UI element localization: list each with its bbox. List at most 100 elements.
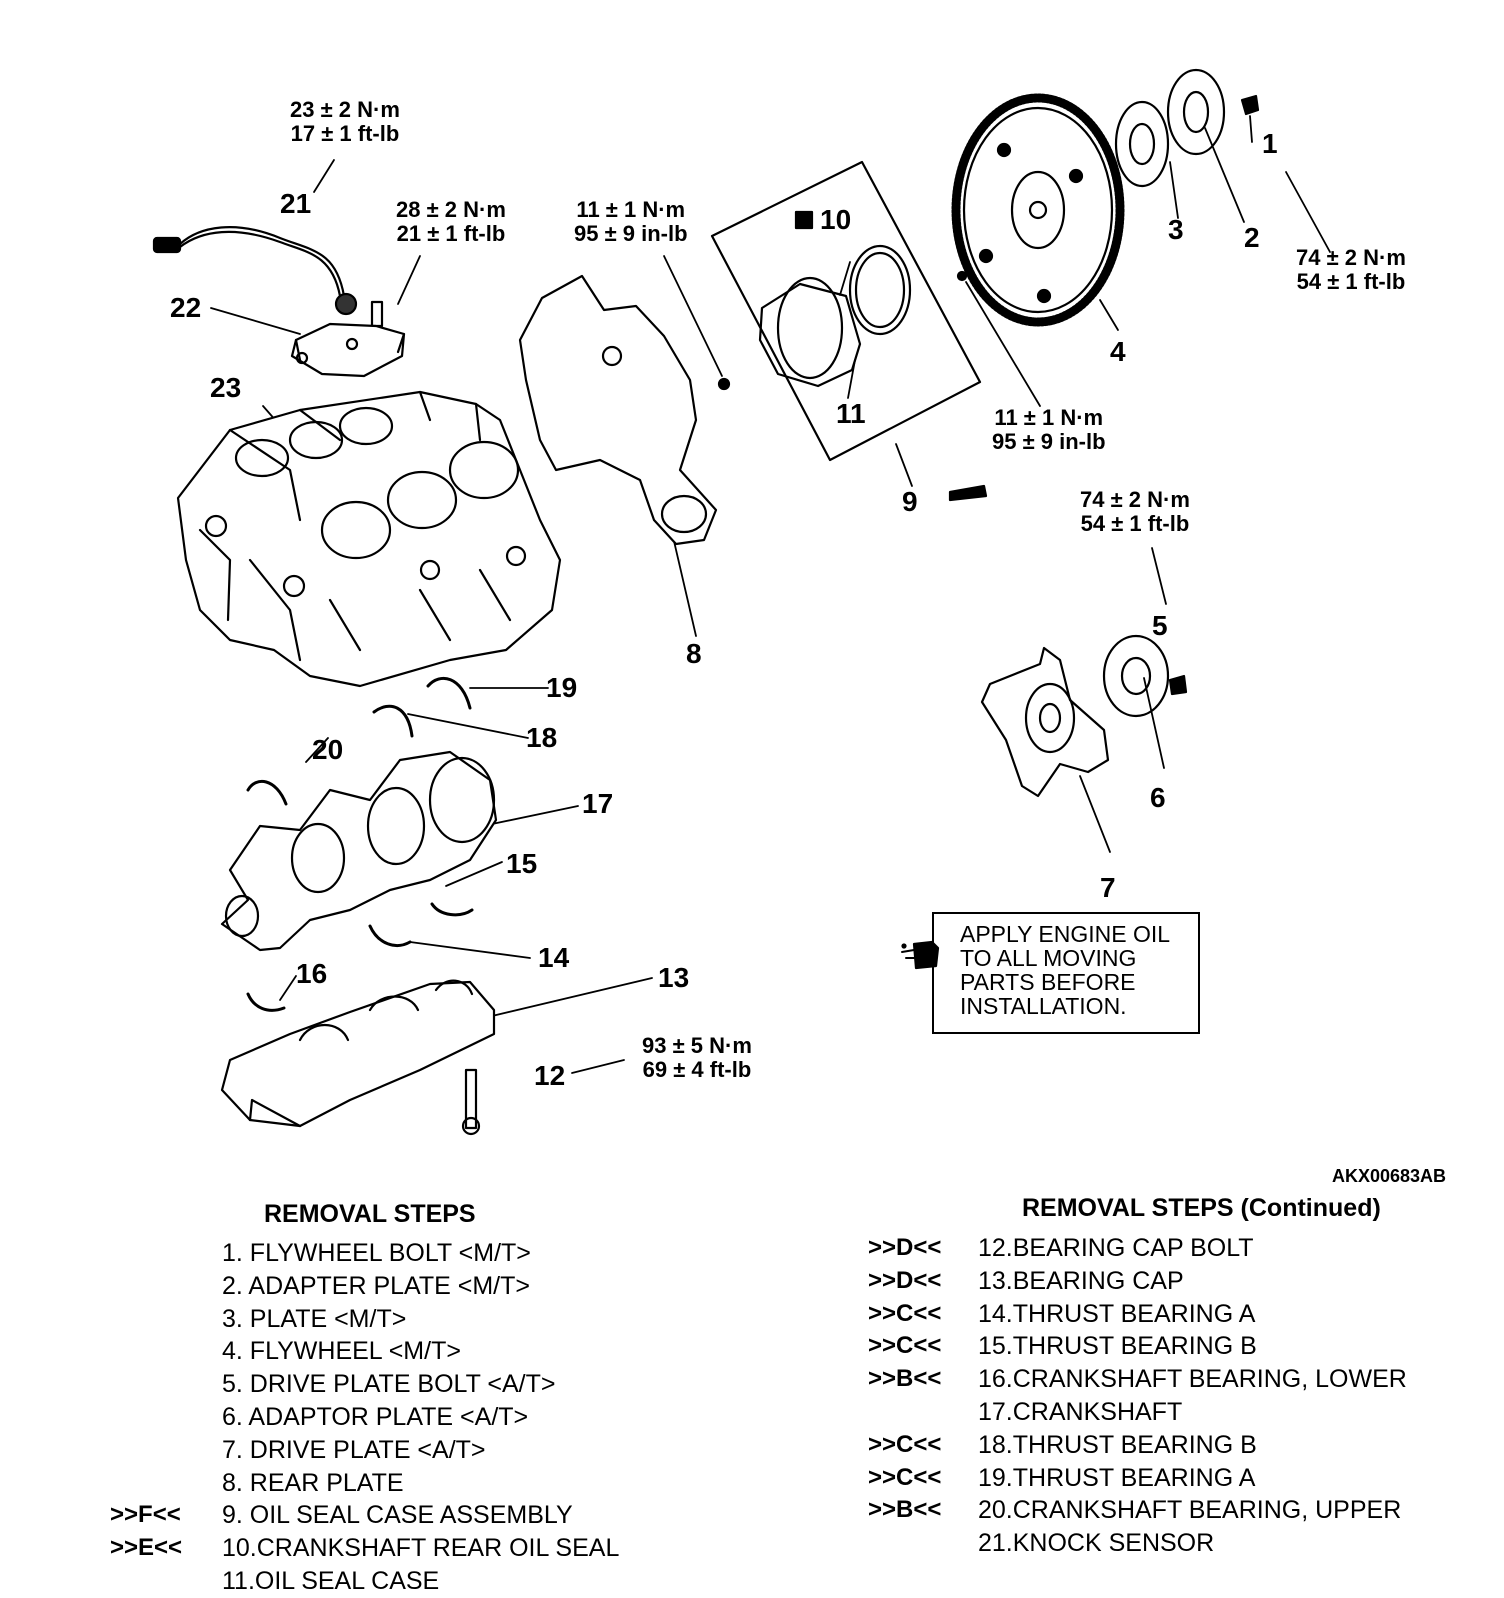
drawing-code: AKX00683AB bbox=[1332, 1166, 1447, 1186]
torque-spec-bracket: 28 ± 2 N·m 21 ± 1 ft-lb bbox=[396, 197, 506, 246]
step-mark: >>C<< bbox=[868, 1332, 942, 1360]
step-label: 13.BEARING CAP bbox=[978, 1266, 1184, 1295]
list-item: >>C<< 14.THRUST BEARING A bbox=[868, 1298, 1407, 1331]
list-item: 17.CRANKSHAFT bbox=[978, 1396, 1407, 1429]
list-item: >>D<< 12.BEARING CAP BOLT bbox=[868, 1232, 1407, 1265]
step-mark: >>B<< bbox=[868, 1496, 942, 1524]
callout-13: 13 bbox=[658, 962, 690, 993]
list-item: 4. FLYWHEEL <M/T> bbox=[222, 1335, 619, 1368]
list-item: 5. DRIVE PLATE BOLT <A/T> bbox=[222, 1368, 619, 1401]
callout-20: 20 bbox=[312, 734, 344, 765]
list-item: 21.KNOCK SENSOR bbox=[978, 1527, 1407, 1560]
step-mark: >>C<< bbox=[868, 1463, 942, 1491]
callout-14: 14 bbox=[538, 942, 570, 973]
step-mark: >>D<< bbox=[868, 1234, 942, 1261]
removal-steps-continued-title: REMOVAL STEPS (Continued) bbox=[1022, 1194, 1381, 1222]
callout-2: 2 bbox=[1244, 222, 1260, 253]
step-mark: >>E<< bbox=[110, 1534, 183, 1562]
callout-15: 15 bbox=[506, 848, 538, 879]
callout-19: 19 bbox=[546, 672, 578, 703]
plate-drawing bbox=[1114, 68, 1260, 188]
callout-16: 16 bbox=[296, 958, 328, 989]
callout-5: 5 bbox=[1152, 610, 1168, 641]
bearing-cap-drawing bbox=[220, 979, 496, 1136]
list-item: >>C<< 15.THRUST BEARING B bbox=[868, 1330, 1407, 1363]
list-item: >>B<< 20.CRANKSHAFT BEARING, UPPER bbox=[868, 1494, 1407, 1527]
list-item: >>C<< 18.THRUST BEARING B bbox=[868, 1429, 1407, 1462]
step-label: 16.CRANKSHAFT BEARING, LOWER bbox=[978, 1365, 1407, 1394]
callout-10: 10 bbox=[820, 204, 852, 235]
step-label: 9. OIL SEAL CASE ASSEMBLY bbox=[222, 1501, 573, 1530]
step-mark: >>F<< bbox=[110, 1501, 181, 1529]
callout-18: 18 bbox=[526, 722, 558, 753]
callout-17: 17 bbox=[582, 788, 614, 819]
callout-9: 9 bbox=[902, 486, 918, 517]
step-mark: >>D<< bbox=[868, 1266, 942, 1294]
callout-22: 22 bbox=[170, 292, 202, 323]
step-label: 7. DRIVE PLATE <A/T> bbox=[222, 1435, 486, 1464]
step-label: 20.CRANKSHAFT BEARING, UPPER bbox=[978, 1496, 1402, 1525]
step-label: 15.THRUST BEARING B bbox=[978, 1332, 1257, 1361]
list-item: 8. REAR PLATE bbox=[222, 1467, 619, 1500]
step-label: 6. ADAPTOR PLATE <A/T> bbox=[222, 1402, 529, 1431]
removal-steps-title: REMOVAL STEPS bbox=[264, 1200, 476, 1228]
step-label: 1. FLYWHEEL BOLT <M/T> bbox=[222, 1239, 531, 1267]
step-label: 5. DRIVE PLATE BOLT <A/T> bbox=[222, 1370, 556, 1399]
bracket-drawing bbox=[290, 322, 406, 378]
list-item: >>B<< 16.CRANKSHAFT BEARING, LOWER bbox=[868, 1363, 1407, 1396]
list-item: 7. DRIVE PLATE <A/T> bbox=[222, 1434, 619, 1467]
note-line: PARTS BEFORE bbox=[960, 969, 1136, 995]
callout-21: 21 bbox=[280, 188, 312, 219]
list-item: >>E<< 10.CRANKSHAFT REAR OIL SEAL bbox=[110, 1532, 620, 1565]
list-item: >>F<< 9. OIL SEAL CASE ASSEMBLY bbox=[110, 1499, 619, 1532]
step-label: 10.CRANKSHAFT REAR OIL SEAL bbox=[222, 1534, 620, 1563]
callout-3: 3 bbox=[1168, 214, 1184, 245]
removal-steps-continued-list: >>D<< 12.BEARING CAP BOLT >>D<< 13.BEARING… bbox=[868, 1232, 1407, 1560]
callout-23: 23 bbox=[210, 372, 242, 403]
torque-spec-knock-sensor: 23 ± 2 N·m 17 ± 1 ft-lb bbox=[290, 97, 400, 146]
step-label: 11.OIL SEAL CASE bbox=[222, 1566, 440, 1595]
torque-spec-drive-plate: 74 ± 2 N·m 54 ± 1 ft-lb bbox=[1080, 487, 1190, 536]
step-label: 4. FLYWHEEL <M/T> bbox=[222, 1337, 461, 1366]
callout-1: 1 bbox=[1262, 128, 1278, 159]
list-item: >>D<< 13.BEARING CAP bbox=[868, 1265, 1407, 1298]
list-item: >>C<< 19.THRUST BEARING A bbox=[868, 1462, 1407, 1495]
callout-4: 4 bbox=[1110, 336, 1126, 367]
step-label: 17.CRANKSHAFT bbox=[978, 1397, 1183, 1426]
step-label: 21.KNOCK SENSOR bbox=[978, 1529, 1215, 1558]
bearing-shells-drawing bbox=[246, 676, 474, 1012]
crankshaft-drawing bbox=[220, 750, 498, 952]
callout-8: 8 bbox=[686, 638, 702, 669]
step-label: 18.THRUST BEARING B bbox=[978, 1430, 1257, 1459]
note-line: APPLY ENGINE OIL bbox=[960, 921, 1171, 947]
list-item: 1. FLYWHEEL BOLT <M/T> bbox=[222, 1237, 619, 1270]
rear-plate-drawing bbox=[518, 274, 731, 546]
flywheel-drawing bbox=[951, 93, 1125, 327]
step-mark: >>B<< bbox=[868, 1365, 942, 1393]
callout-11: 11 bbox=[836, 398, 866, 429]
removal-steps-list: 1. FLYWHEEL BOLT <M/T> 2. ADAPTER PLATE … bbox=[110, 1237, 620, 1598]
step-label: 14.THRUST BEARING A bbox=[978, 1299, 1256, 1328]
list-item: 2. ADAPTER PLATE <M/T> bbox=[222, 1270, 619, 1303]
step-label: 19.THRUST BEARING A bbox=[978, 1463, 1256, 1492]
torque-spec-flywheel: 74 ± 2 N·m 54 ± 1 ft-lb bbox=[1296, 245, 1406, 294]
note-line: TO ALL MOVING bbox=[960, 945, 1137, 971]
list-item: 6. ADAPTOR PLATE <A/T> bbox=[222, 1401, 619, 1434]
step-label: 8. REAR PLATE bbox=[222, 1468, 404, 1497]
torque-spec-bearing-cap: 93 ± 5 N·m 69 ± 4 ft-lb bbox=[642, 1033, 752, 1082]
oil-seal-case-drawing bbox=[710, 160, 988, 502]
step-label: 12.BEARING CAP BOLT bbox=[978, 1234, 1254, 1262]
torque-spec-rear-plate: 11 ± 1 N·m 95 ± 9 in-lb bbox=[574, 197, 688, 246]
drive-plate-drawing bbox=[980, 634, 1188, 798]
step-mark: >>C<< bbox=[868, 1299, 942, 1327]
step-label: 2. ADAPTER PLATE <M/T> bbox=[222, 1271, 530, 1300]
engine-oil-note: APPLY ENGINE OIL TO ALL MOVING PARTS BEF… bbox=[932, 912, 1200, 1034]
callout-6: 6 bbox=[1150, 782, 1166, 813]
step-mark: >>C<< bbox=[868, 1430, 942, 1458]
note-line: INSTALLATION. bbox=[960, 993, 1127, 1019]
list-item: 3. PLATE <M/T> bbox=[222, 1303, 619, 1336]
step-label: 3. PLATE <M/T> bbox=[222, 1304, 407, 1333]
knock-sensor-drawing bbox=[152, 226, 384, 328]
list-item: 11.OIL SEAL CASE bbox=[222, 1565, 619, 1598]
